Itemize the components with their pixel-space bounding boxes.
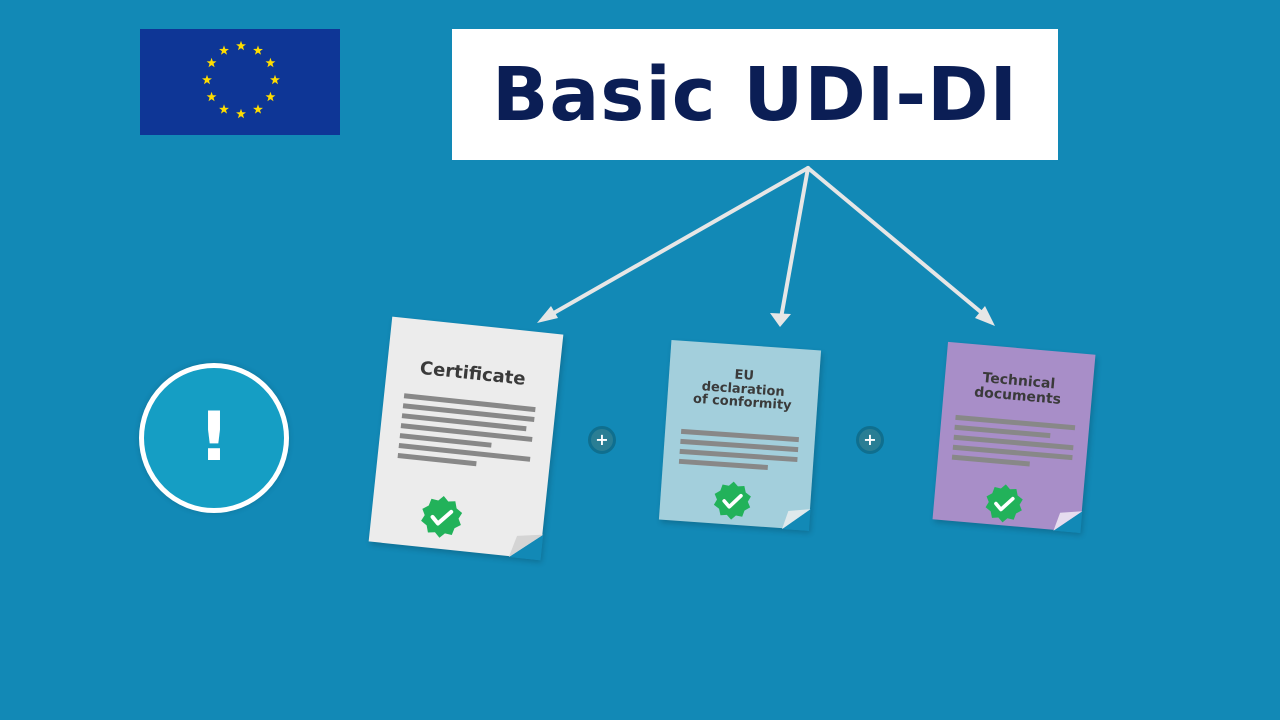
- certificate-document: Certificate: [368, 316, 564, 561]
- alert-circle: !: [139, 363, 289, 513]
- text-lines: [937, 414, 1089, 477]
- arrow-to-certificate: [543, 166, 810, 320]
- flag-star-icon: [253, 45, 263, 55]
- flag-star-icon: [236, 108, 246, 119]
- page-fold: [508, 534, 544, 561]
- flag-star-icon: [253, 104, 263, 114]
- exclamation-icon: !: [198, 398, 230, 477]
- page-fold: [1053, 511, 1083, 534]
- plus-connector: +: [588, 426, 616, 454]
- text-lines: [663, 428, 815, 478]
- flag-star-icon: [219, 45, 229, 55]
- arrow-to-technical-documents: [806, 166, 990, 320]
- flag-star-icon: [265, 57, 276, 68]
- flag-star-icon: [270, 74, 280, 85]
- page-title: Basic UDI-DI: [491, 51, 1019, 138]
- flag-star-icon: [219, 104, 229, 114]
- flag-star-icon: [265, 91, 276, 102]
- arrow-to-eu-declaration: [779, 166, 810, 320]
- document-label: EU declaration of conformity: [692, 367, 792, 414]
- check-badge-icon: [985, 484, 1023, 523]
- flag-star-icon: [206, 91, 217, 102]
- document-label: Certificate: [418, 357, 527, 390]
- eu-flag: [140, 29, 340, 135]
- eu-declaration-document: EU declaration of conformity: [658, 339, 822, 532]
- plus-connector: +: [856, 426, 884, 454]
- arrowhead-technical-documents: [975, 306, 995, 326]
- text-lines: [377, 391, 555, 479]
- arrowhead-eu-declaration: [770, 313, 791, 327]
- technical-documents-document: Technical documents: [932, 341, 1096, 534]
- page-fold: [781, 509, 811, 532]
- check-badge-icon: [421, 495, 463, 538]
- check-badge-icon: [713, 481, 751, 520]
- eu-stars-circle: [202, 40, 280, 119]
- arrowhead-certificate: [537, 306, 558, 323]
- flag-star-icon: [202, 74, 212, 85]
- document-label: Technical documents: [973, 370, 1062, 408]
- flag-star-icon: [206, 57, 217, 68]
- title-box: Basic UDI-DI: [452, 29, 1058, 160]
- flag-star-icon: [236, 40, 246, 51]
